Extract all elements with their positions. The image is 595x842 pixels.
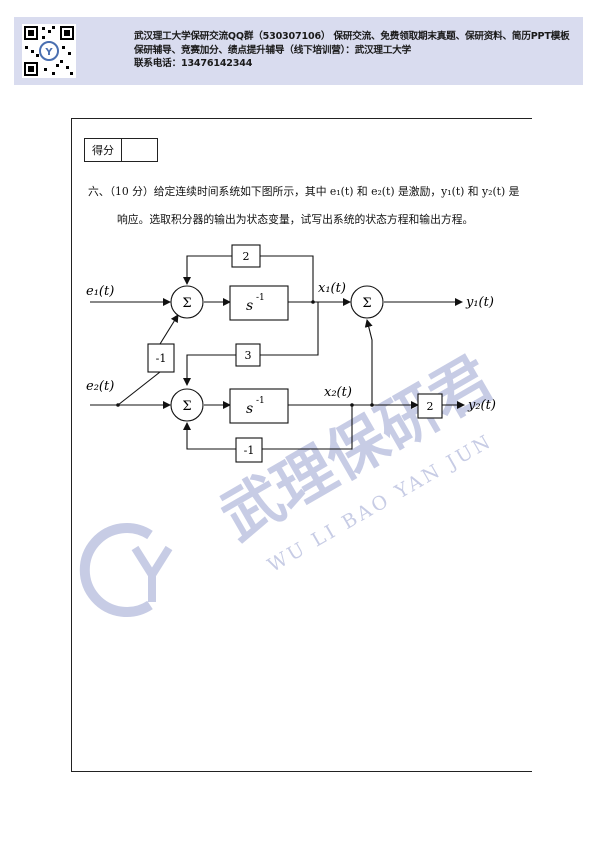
gain-bottom-feedback: -1	[235, 437, 263, 463]
page-border-top	[71, 118, 532, 119]
watermark-logo	[79, 523, 173, 617]
svg-text:Y: Y	[44, 47, 53, 58]
question-line-2: 响应。选取积分器的输出为状态变量，试写出系统的状态方程和输出方程。	[117, 213, 474, 226]
svg-text:-1: -1	[156, 352, 167, 365]
integrator-2: s -1	[229, 388, 289, 424]
banner-line-1: 武汉理工大学保研交流QQ群（530307106） 保研交流、免费领取期末真题、保…	[134, 31, 570, 42]
svg-text:s: s	[246, 401, 253, 417]
svg-text:2: 2	[243, 250, 250, 263]
score-label: 得分	[85, 139, 122, 161]
watermark: 武理保研君 WU LI BAO YAN JUN	[79, 343, 504, 617]
score-box: 得分	[84, 138, 158, 162]
gain-top-feedback: 2	[231, 244, 261, 268]
banner-line-3: 联系电话：13476142344	[134, 58, 253, 69]
svg-text:2: 2	[427, 400, 434, 413]
svg-text:-1: -1	[244, 444, 255, 457]
svg-text:-1: -1	[256, 396, 265, 406]
banner-line-2: 保研辅导、竞赛加分、绩点提升辅导（线下培训营）：武汉理工大学	[134, 44, 412, 56]
label-y2: y₂(t)	[467, 398, 496, 413]
qr-code: Y	[22, 24, 76, 78]
integrator-1: s -1	[229, 285, 289, 321]
label-x2: x₂(t)	[324, 385, 352, 400]
banner-text: 武汉理工大学保研交流QQ群（530307106） 保研交流、免费领取期末真题、保…	[134, 30, 582, 71]
label-x1: x₁(t)	[318, 281, 346, 296]
summer-3: Σ	[350, 285, 384, 319]
svg-text:3: 3	[245, 349, 252, 362]
label-e2: e₂(t)	[86, 379, 114, 394]
svg-text:s: s	[246, 298, 253, 314]
svg-text:-1: -1	[256, 293, 265, 303]
question-line-1: 六、（10 分）给定连续时间系统如下图所示，其中 e₁(t) 和 e₂(t) 是…	[88, 185, 520, 198]
summer-2: Σ	[170, 388, 204, 422]
svg-text:Σ: Σ	[182, 296, 191, 311]
page-border-left	[71, 118, 72, 771]
page-border-bottom	[71, 771, 532, 772]
question-text: 六、（10 分）给定连续时间系统如下图所示，其中 e₁(t) 和 e₂(t) 是…	[88, 178, 528, 234]
header-banner: Y 武汉理工大学保研交流QQ群（530307106） 保研交流、免费领取期末真题…	[14, 17, 583, 85]
label-e1: e₁(t)	[86, 284, 114, 299]
gain-output: 2	[417, 393, 443, 419]
junction-dots	[116, 300, 374, 407]
gain-cross-e2: -1	[147, 343, 175, 373]
summer-1: Σ	[170, 285, 204, 319]
gain-cross-x1: 3	[235, 343, 261, 367]
svg-text:Σ: Σ	[182, 399, 191, 414]
svg-text:Σ: Σ	[362, 296, 371, 311]
label-y1: y₁(t)	[465, 295, 494, 310]
